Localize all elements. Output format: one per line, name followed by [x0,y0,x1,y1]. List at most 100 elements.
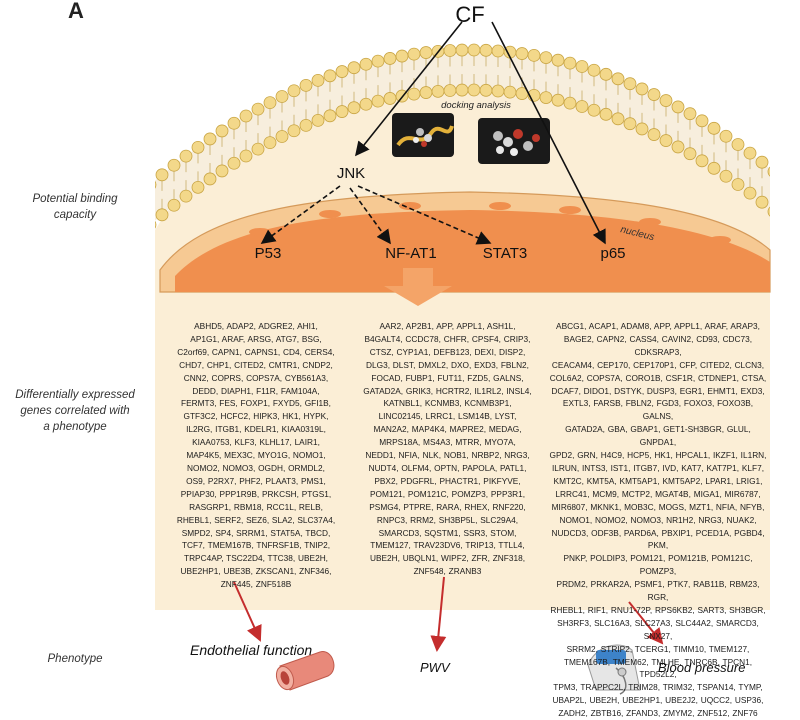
arrow-col1-phenotype [233,581,262,642]
gene-list-line: PPIAP30, PPP1R9B, PRKCSH, PTGS1, [180,488,332,499]
cell-diagram: CF docking analysis JNK nucleus P53 NF-A… [155,2,792,695]
lipid-head [443,84,457,97]
lipid-head [767,205,770,219]
side-label-line: Potential binding [32,193,118,205]
lipid-head [539,51,553,64]
gene-list-line: AAR2, AP2B1, APP, APPL1, ASH1L, [379,321,516,331]
lipid-head [179,189,193,203]
gene-list-line: GTF3C2, HCFC2, HIPK3, HK1, HYPK, [183,411,329,422]
factor-p65: p65 [600,245,625,262]
gene-list-line: TMEM127, TRAV23DV6, TRIP13, TTLL4, [370,540,525,551]
cell-membrane [155,43,792,232]
gene-list-line: DCAF7, DIDO1, DSTYK, DUSP3, EGR1, EHMT1,… [551,385,765,396]
lipid-head [719,129,733,143]
side-label-line: capacity [53,209,97,221]
lipid-head [563,56,577,70]
gene-list-line: ABHD5, ADAP2, ADGRE2, AHI1, [194,321,318,331]
gene-list-line: FERMT3, FES, FOXP1, FXYD5, GFI1B, [181,398,331,409]
lipid-head [635,122,649,136]
lipid-head [575,100,589,113]
lipid-head [659,134,673,147]
lipid-head [611,72,625,86]
gene-list-line: NEDD1, NFIA, NLK, NOB1, NRBP2, NRG3, [365,450,530,461]
lipid-head [251,102,265,116]
lipid-head [551,53,565,67]
lipid-head [179,149,193,163]
gene-list-line: BAGE2, CAPN2, CASS4, CAVIN2, CD93, CDC73… [563,333,753,357]
lipid-head [443,44,457,57]
lipid-head [479,43,493,57]
lipid-head [335,65,349,78]
gene-list-line: PSMG4, PTPRE, RARA, RHEX, RNF220, [369,501,526,512]
lipid-head [227,116,241,130]
lipid-head [263,96,277,110]
gene-list-line: GATAD2A, GBA, GBAP1, GET1-SH3BGR, GLUL, … [565,424,751,448]
lipid-head [671,140,685,154]
side-label-deg: Differentially expressed genes correlate… [0,387,150,435]
gene-list-line: SMARCD3, SQSTM1, SSR3, STOM, [378,527,517,538]
lipid-head [287,84,301,98]
lipid-head [191,180,205,194]
lipid-head [299,78,313,92]
lipid-head [239,149,253,163]
lipid-head [167,158,181,172]
lipid-head [515,47,529,60]
gene-list-line: TRPC4AP, TSC22D4, TTC38, UBE2H, [184,553,328,564]
gene-list-line: CEACAM4, CEP170, CEP170P1, CFP, CITED2, … [551,359,765,370]
lipid-head [695,154,709,168]
lipid-head [395,49,409,63]
gene-list-line: B4GALT4, CCDC78, CHFR, CPSF4, CRIP3, [364,333,531,344]
gene-list-line: MIR6807, MKNK1, MOB3C, MOGS, MZT1, NFIA,… [551,501,765,512]
gene-list-line: PNKP, POLDIP3, POM121, POM121B, POM121C,… [563,553,753,577]
lipid-head [323,109,337,123]
side-label-line: a phenotype [43,421,107,433]
lipid-head [539,91,553,104]
gene-list-line: MAN2A2, MAP4K4, MAPRE2, MEDAG, [373,424,522,435]
lipid-head [503,85,517,99]
nuclear-pore [489,202,511,210]
gene-list-line: UBE2H, UBQLN1, WIPF2, ZFR, ZNF318, [369,553,526,564]
lipid-head [599,67,613,81]
lipid-head [635,82,649,96]
gene-list-line: SMPD2, SP4, SRRM1, STAT5A, TBCD, [181,527,331,538]
gene-list-line: KATNBL1, KCNMB3, KCNMB3P1, [383,398,512,409]
panel-label: A [68,0,84,23]
lipid-head [455,83,469,97]
gene-list-line: POM121, POM121C, POMZP3, PPP3R1, [369,488,526,499]
lipid-head [215,124,229,138]
gene-list-line: GPD2, GRN, H4C9, HCP5, HK1, HPCAL1, IKZF… [549,450,767,461]
gene-list-line: PRDM2, PRKAR2A, PSMF1, PTK7, RAB11B, RBM… [556,579,760,603]
lipid-head [659,94,673,107]
downstream-arrow [384,268,452,306]
lipid-head [191,140,205,154]
lipid-head [287,124,301,138]
gene-list-line: MRPS18A, MS4A3, MTRR, MYO7A, [379,437,516,448]
lipid-head [359,97,373,111]
lipid-head [780,215,792,227]
nuclear-pore [319,210,341,218]
gene-list-line: NUDCD3, ODF3B, PARD6A, PBXIP1, PCED1A, P… [551,527,765,551]
lipid-head [311,114,325,127]
lipid-head [215,164,229,178]
lipid-head [743,186,757,200]
gene-list-line: RHEBL1, SERF2, SEZ6, SLA2, SLC37A4, [176,514,336,525]
lipid-head [275,130,289,143]
nuclear-pore [639,218,661,226]
factor-nf-at1: NF-AT1 [385,245,436,262]
gene-list-line: SRRM2, STRIP2, TCERG1, TIMM10, TMEM127, [566,643,750,654]
lipid-head [371,54,385,68]
compound-label: CF [455,2,484,27]
blood-vessel-icon [275,651,335,691]
lipid-head [743,146,757,160]
gene-list-line: AP1G1, ARAF, ARSG, ATG7, BSG, [190,333,322,344]
gene-list-line: RASGRP1, RBM18, RCC1L, RELB, [189,501,323,512]
arrow-col3-phenotype [628,601,664,645]
lipid-head [623,117,637,131]
phenotype-blood-pressure: Blood pressure [658,660,746,675]
lipid-head [383,52,397,65]
arrow-col2-phenotype [430,576,447,652]
lipid-head [707,121,721,135]
lipid-head [671,100,685,114]
gene-panel-background [155,310,770,610]
lipid-head [359,57,373,71]
